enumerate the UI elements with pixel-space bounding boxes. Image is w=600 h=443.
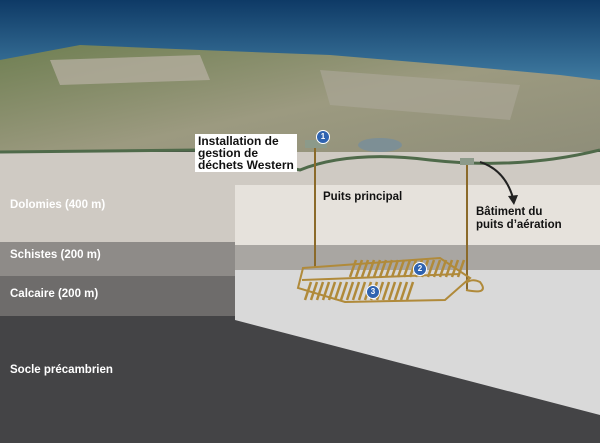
placement-room — [438, 259, 448, 278]
ventilation-building — [460, 158, 474, 165]
layer-label-shale: Schistes (200 m) — [10, 249, 101, 261]
placement-room — [381, 281, 391, 301]
placement-room — [444, 259, 454, 278]
placement-room — [384, 259, 394, 278]
placement-room — [339, 281, 349, 301]
marker-3: 3 — [366, 285, 380, 299]
placement-room — [456, 259, 466, 278]
placement-room — [360, 259, 370, 278]
placement-room — [309, 281, 319, 301]
placement-room — [432, 259, 442, 278]
placement-room — [402, 259, 412, 278]
facility-building — [305, 140, 327, 148]
layer-label-bedrock: Socle précambrien — [10, 364, 113, 376]
cutaway-shale-wall — [235, 245, 600, 270]
marker-2: 2 — [413, 262, 427, 276]
placement-room — [387, 281, 397, 301]
placement-room — [351, 281, 361, 301]
facility-label: Installation de gestion de déchets Weste… — [195, 134, 297, 172]
placement-room — [372, 259, 382, 278]
arrow-head — [508, 195, 518, 205]
pond — [358, 138, 402, 152]
placement-room — [375, 281, 385, 301]
placement-room — [405, 281, 415, 301]
main-shaft-label: Puits principal — [323, 191, 403, 203]
placement-room — [354, 259, 364, 278]
ventilation-label: Bâtiment du puits d’aération — [476, 206, 562, 231]
placement-room — [390, 259, 400, 278]
placement-room — [333, 281, 343, 301]
industrial-area — [320, 70, 520, 120]
industrial-area — [50, 55, 210, 85]
placement-room — [345, 281, 355, 301]
placement-room — [321, 281, 331, 301]
arrow-ventilation — [479, 161, 514, 199]
placement-room — [426, 259, 436, 278]
placement-room — [378, 259, 388, 278]
placement-room — [396, 259, 406, 278]
placement-room — [399, 281, 409, 301]
layer-label-limestone: Calcaire (200 m) — [10, 288, 99, 300]
layer-label-dolomite: Dolomies (400 m) — [10, 199, 106, 211]
placement-room — [366, 259, 376, 278]
cutaway-back-wall — [235, 185, 600, 245]
marker-1: 1 — [316, 130, 330, 144]
placement-room — [450, 259, 460, 278]
placement-room — [393, 281, 403, 301]
placement-room — [327, 281, 337, 301]
placement-room — [348, 259, 358, 278]
placement-room — [315, 281, 325, 301]
cutaway-floor — [235, 270, 600, 415]
placement-room — [303, 281, 313, 301]
placement-room — [357, 281, 367, 301]
